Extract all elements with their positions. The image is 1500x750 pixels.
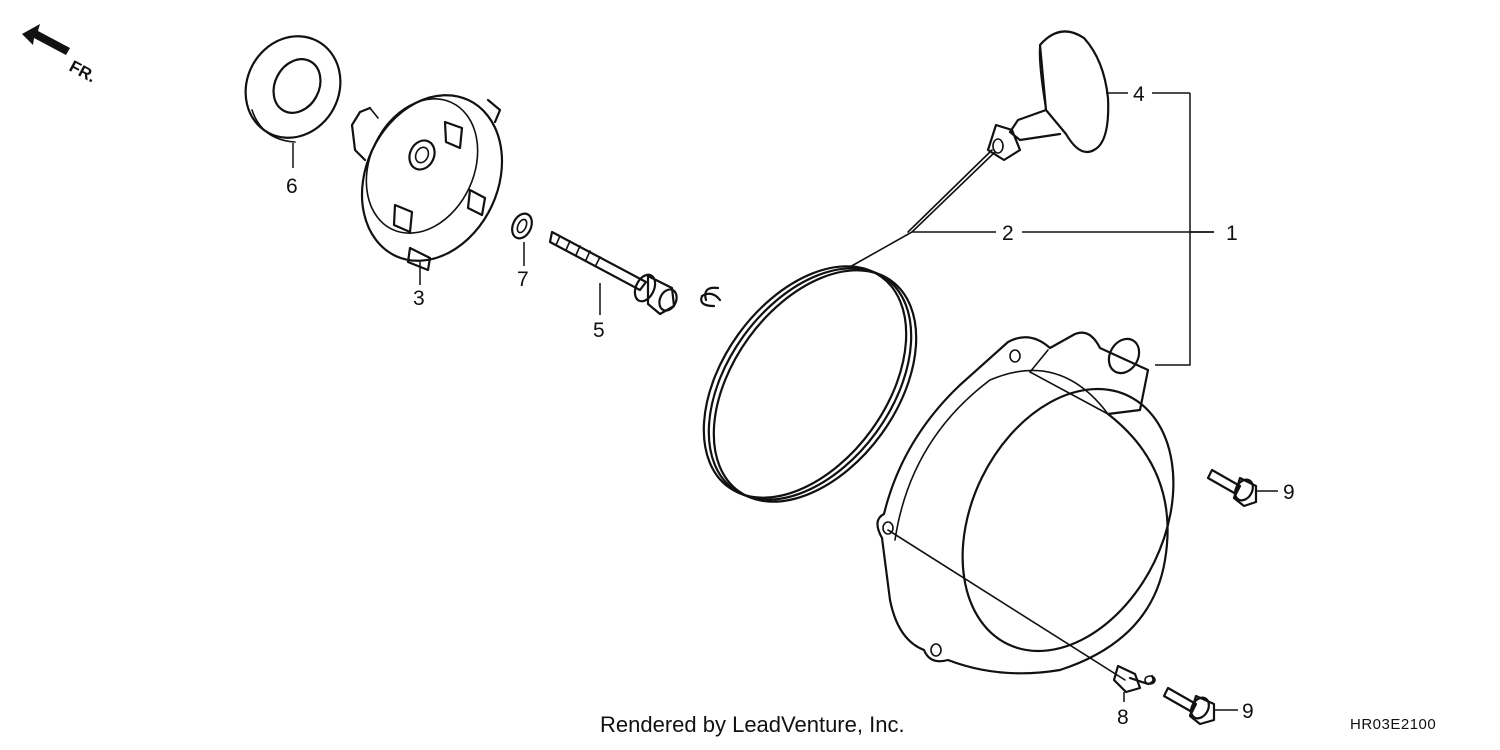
front-direction-arrow-icon: FR. — [22, 24, 99, 86]
callout-9-upper: 9 — [1283, 481, 1295, 504]
washer-part — [511, 212, 533, 240]
callout-8: 8 — [1117, 706, 1129, 729]
callout-5: 5 — [593, 319, 605, 342]
callout-2: 2 — [1002, 222, 1014, 245]
callout-6: 6 — [286, 175, 298, 198]
flange-bolt-part — [548, 230, 678, 316]
callout-9-lower: 9 — [1242, 700, 1254, 723]
callout-7: 7 — [517, 268, 529, 291]
bolt-lower-part — [1162, 686, 1216, 726]
recoil-starter-case-part — [876, 331, 1175, 681]
bolt-upper-part — [1206, 468, 1258, 508]
starter-pulley-part — [350, 94, 504, 272]
diagram-code: HR03E2100 — [1350, 716, 1437, 733]
clamp-part — [1112, 664, 1156, 694]
recoil-rope-part — [700, 149, 996, 503]
starter-grip-part — [986, 30, 1110, 162]
callout-3: 3 — [413, 287, 425, 310]
callout-4: 4 — [1133, 83, 1145, 106]
oil-seal-part — [244, 35, 342, 143]
fr-label: FR. — [66, 57, 99, 87]
render-credit: Rendered by LeadVenture, Inc. — [600, 712, 905, 737]
callout-1: 1 — [1226, 222, 1238, 245]
